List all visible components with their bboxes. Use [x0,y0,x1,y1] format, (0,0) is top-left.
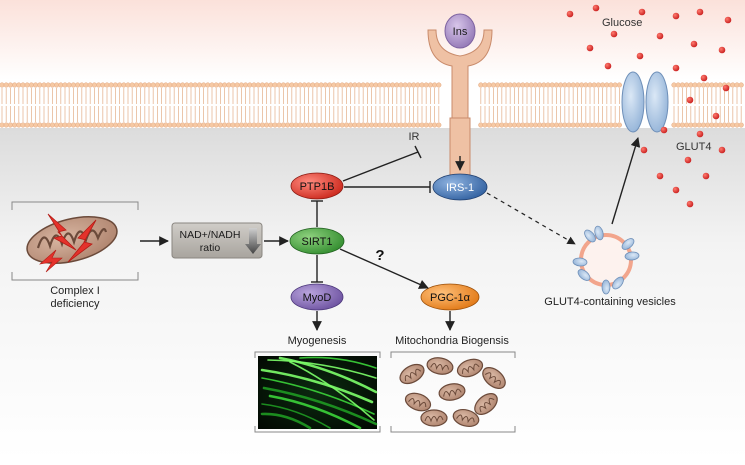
glucose-dot [686,96,694,104]
glucose-dot [656,172,664,180]
arrow-vesicles-to-glut4 [611,137,641,225]
glucose-dot [566,10,574,18]
muscle-fiber [278,356,378,394]
down-arrow-icon [245,228,261,254]
muscle-fiber [262,386,378,426]
glut4-vesicles-label: GLUT4-containing vesicles [544,296,676,308]
sirt1-label: SIRT1 [302,236,333,248]
glut4-vesicle-icon [572,225,640,295]
question-mark-label: ? [375,247,384,264]
glucose-dot [700,74,708,82]
muscle-fiber [289,361,375,421]
glucose-dot [722,84,730,92]
insulin-icon: Ins [444,13,476,49]
mito-bracket-top [390,351,516,358]
mitochondrion-icon [26,216,118,264]
nad-label-line1: NAD+/NADH [180,229,241,241]
glucose-dot [684,156,692,164]
glucose-dot [672,186,680,194]
mito-biogenesis-label: Mitochondria Biogensis [395,335,509,347]
sirt1-node: SIRT1 [289,227,345,255]
extracellular-background [0,0,745,80]
arrow-sirt1-to-pgc1a [339,248,429,289]
glucose-dot [586,44,594,52]
cell-membrane [0,82,745,128]
glucose-dot [638,8,646,16]
glucose-dot [640,146,648,154]
muscle-fiber-micrograph [258,356,378,430]
muscle-fiber [260,412,312,430]
mitochondrion-icon [404,392,432,412]
muscle-fiber [268,394,362,430]
ins-label: Ins [453,26,468,38]
glucose-dot [712,112,720,120]
mitochondrion-icon [482,367,506,389]
arrow-irs1-to-vesicles [486,192,576,245]
complex1-label-line1: Complex I [50,285,100,297]
myod-label: MyoD [303,292,332,304]
pgc1a-label: PGC-1α [430,292,471,304]
pgc1a-node: PGC-1α [420,283,480,311]
insulin-receptor [427,29,493,177]
irs1-label: IRS-1 [446,182,474,194]
glucose-label: Glucose [602,17,642,29]
mitochondria-group-icon [399,357,506,428]
glucose-dot [672,12,680,20]
mitochondrion-icon [474,393,498,415]
lightning-icon [39,213,97,273]
mitochondrion-icon [438,383,466,401]
mitochondrion-icon [399,363,425,385]
glucose-dot [702,172,710,180]
glut4-label: GLUT4 [676,141,711,153]
irs1-node: IRS-1 [432,173,488,201]
glucose-dot [686,200,694,208]
glucose-dot [690,40,698,48]
glut4-transporter-icon [621,71,669,133]
muscle-fiber [260,368,374,404]
glucose-dot [592,4,600,12]
ptp1b-label: PTP1B [300,181,335,193]
muscle-fiber [267,359,377,379]
mitochondrion-icon [420,409,448,427]
muscle-fiber [261,377,375,415]
mito-bracket-bottom [390,426,516,433]
glucose-dot [604,62,612,70]
myogenesis-bracket-top [254,351,381,358]
glucose-dot [718,146,726,154]
glucose-dot [636,52,644,60]
glucose-dot [660,126,668,134]
mitochondrion-icon [426,357,454,375]
glucose-dot [672,64,680,72]
muscle-fiber [261,403,331,429]
mitochondrion-icon [456,358,484,378]
complex1-label-line2: deficiency [51,298,100,310]
myogenesis-bracket-bottom [254,426,381,433]
glucose-dot [696,8,704,16]
glucose-dot [610,30,618,38]
myod-node: MyoD [290,283,344,311]
mitochondrion-icon [452,408,480,428]
nad-nadh-ratio-box: NAD+/NADH ratio [171,222,263,259]
ir-label: IR [409,131,420,143]
muscle-fiber [299,356,377,369]
pathway-edges [311,145,431,283]
ptp1b-inhibits-ir [342,151,419,182]
glucose-dot [656,32,664,40]
glucose-dot [718,46,726,54]
complex1-panel [11,201,139,281]
ptp1b-node: PTP1B [290,172,344,200]
glucose-dot [724,16,732,24]
glucose-molecules [566,4,732,208]
myogenesis-label: Myogenesis [288,335,347,347]
glucose-dot [696,130,704,138]
nad-label-line2: ratio [200,242,221,254]
